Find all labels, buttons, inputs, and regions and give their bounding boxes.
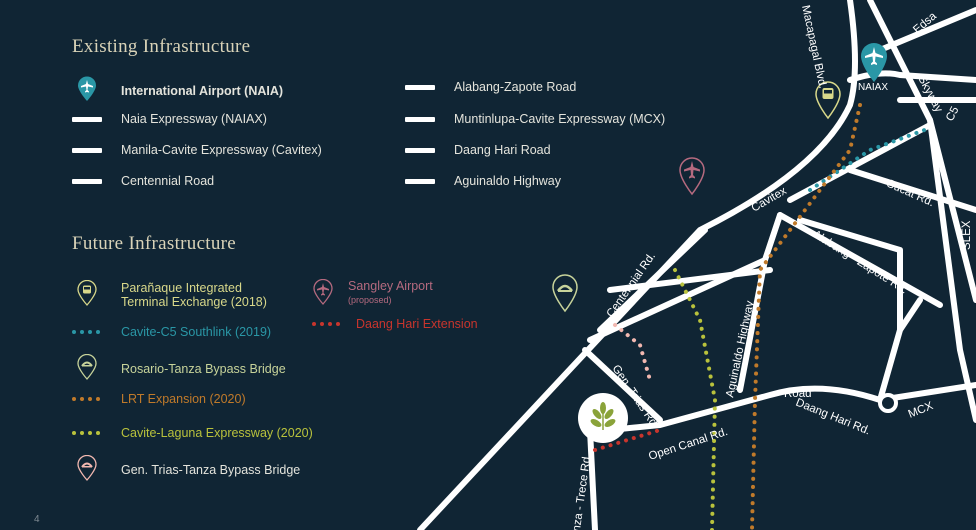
legend-label: Sangley Airport (348, 279, 433, 293)
legend-item-daang-hari: Daang Hari Road (405, 143, 551, 157)
legend-label: Daang Hari Extension (356, 317, 478, 331)
airport-pin-icon (312, 278, 334, 308)
label-open-canal: Open Canal Rd. (647, 426, 729, 463)
legend-item-sangley: Sangley Airport (proposed) (312, 278, 433, 308)
legend-item-calax: Cavite-Laguna Expressway (2020) (72, 426, 313, 440)
road-line-icon (405, 147, 435, 153)
road-gen-trias (582, 347, 663, 423)
road-sucat (847, 167, 976, 213)
legend-item-alabang-zapote: Alabang-Zapote Road (405, 80, 576, 94)
future-lines (593, 103, 932, 530)
road-edsa (877, 7, 976, 53)
legend-label: LRT Expansion (2020) (121, 392, 246, 406)
road-line-icon (405, 116, 435, 122)
legend-label: Cavite-C5 Southlink (2019) (121, 325, 272, 339)
dotted-line-icon (312, 322, 342, 326)
label-macapagal: Macapagal Blvd. (799, 4, 828, 90)
legend-label: Alabang-Zapote Road (454, 80, 577, 94)
leaf-logo-icon (590, 402, 616, 430)
road-line-icon (72, 116, 102, 122)
airport-pin-icon (72, 76, 102, 105)
road-alabang-zapote (777, 212, 943, 308)
road-line-icon (405, 84, 435, 90)
legend-item-naia: International Airport (NAIA) (72, 76, 283, 105)
line-lrt (750, 103, 862, 530)
legend-label: Centennial Road (121, 174, 215, 188)
airport-pin-icon (679, 157, 705, 196)
line-daang-hari-ext (593, 428, 662, 452)
legend-item-lrt: LRT Expansion (2020) (72, 392, 246, 406)
bus-pin-icon (815, 81, 841, 120)
legend-item-cavitex: Manila-Cavite Expressway (Cavitex) (72, 143, 322, 157)
road-network (417, 0, 976, 530)
legend-label: Muntinlupa-Cavite Expressway (MCX) (454, 112, 666, 126)
legend-label: Cavite-Laguna Expressway (2020) (121, 426, 313, 440)
road-line-icon (405, 178, 435, 184)
legend-label-line2: Terminal Exchange (2018) (121, 294, 267, 309)
legend-label: Rosario-Tanza Bypass Bridge (121, 361, 286, 376)
legend-item-aguinaldo: Aguinaldo Highway (405, 174, 561, 188)
road-trece (587, 427, 598, 530)
road-slex (927, 117, 976, 423)
line-gen-trias-bypass (613, 323, 652, 382)
legend-label: Manila-Cavite Expressway (Cavitex) (121, 143, 322, 157)
legend-label: Daang Hari Road (454, 143, 551, 157)
future-infrastructure-title: Future Infrastructure (72, 233, 237, 254)
legend-item-centennial: Centennial Road (72, 174, 214, 188)
road-naiax (847, 70, 976, 83)
bridge-pin-icon (72, 454, 102, 484)
legend-item-mcx: Muntinlupa-Cavite Expressway (MCX) (405, 112, 665, 126)
label-naiax: NAIAX (858, 82, 888, 93)
legend-label: International Airport (NAIA) (121, 83, 284, 98)
bridge-pin-icon (72, 353, 102, 383)
legend-item-cavite-c5: Cavite-C5 Southlink (2019) (72, 325, 271, 339)
legend-label: Aguinaldo Highway (454, 174, 562, 188)
legend-label: Gen. Trias-Tanza Bypass Bridge (121, 462, 301, 477)
legend-label: Naia Expressway (NAIAX) (121, 112, 267, 126)
bridge-pin-icon (552, 274, 578, 313)
label-road: Road (784, 388, 812, 400)
label-trece: Tanza - Trece Rd. (569, 453, 594, 530)
legend-item-rosario-tanza: Rosario-Tanza Bypass Bridge (72, 353, 286, 383)
legend-item-pitx: Parañaque Integrated Terminal Exchange (… (72, 279, 267, 309)
dotted-line-icon (72, 431, 102, 435)
label-daang-hari: Daang Hari Rd. (794, 397, 872, 438)
legend-label: Parañaque Integrated (121, 280, 242, 295)
road-line-icon (72, 178, 102, 184)
legend-item-daang-hari-ext: Daang Hari Extension (312, 317, 478, 331)
road-cavitex (417, 0, 858, 530)
road-centennial (597, 227, 708, 333)
legend-item-naiax: Naia Expressway (NAIAX) (72, 112, 267, 126)
label-slex: SLEX (961, 220, 973, 250)
road-daang-hari (607, 382, 976, 433)
dotted-line-icon (72, 397, 102, 401)
dotted-line-icon (72, 330, 102, 334)
bus-pin-icon (72, 279, 102, 309)
airport-pin-icon (861, 43, 887, 82)
line-calax (673, 268, 718, 530)
roundabout (878, 393, 898, 413)
road-cavitex-east (787, 122, 933, 203)
legend-item-gen-trias-tanza: Gen. Trias-Tanza Bypass Bridge (72, 454, 301, 484)
road-sucat-s (797, 217, 903, 333)
label-c5: C5 (944, 105, 961, 124)
road-skyway (867, 0, 976, 303)
label-mcx: MCX (907, 400, 935, 421)
page-number: 4 (34, 514, 40, 525)
road-mid (607, 267, 773, 293)
existing-infrastructure-title: Existing Infrastructure (72, 36, 251, 57)
road-line-icon (72, 147, 102, 153)
legend-sublabel: (proposed) (348, 295, 392, 305)
